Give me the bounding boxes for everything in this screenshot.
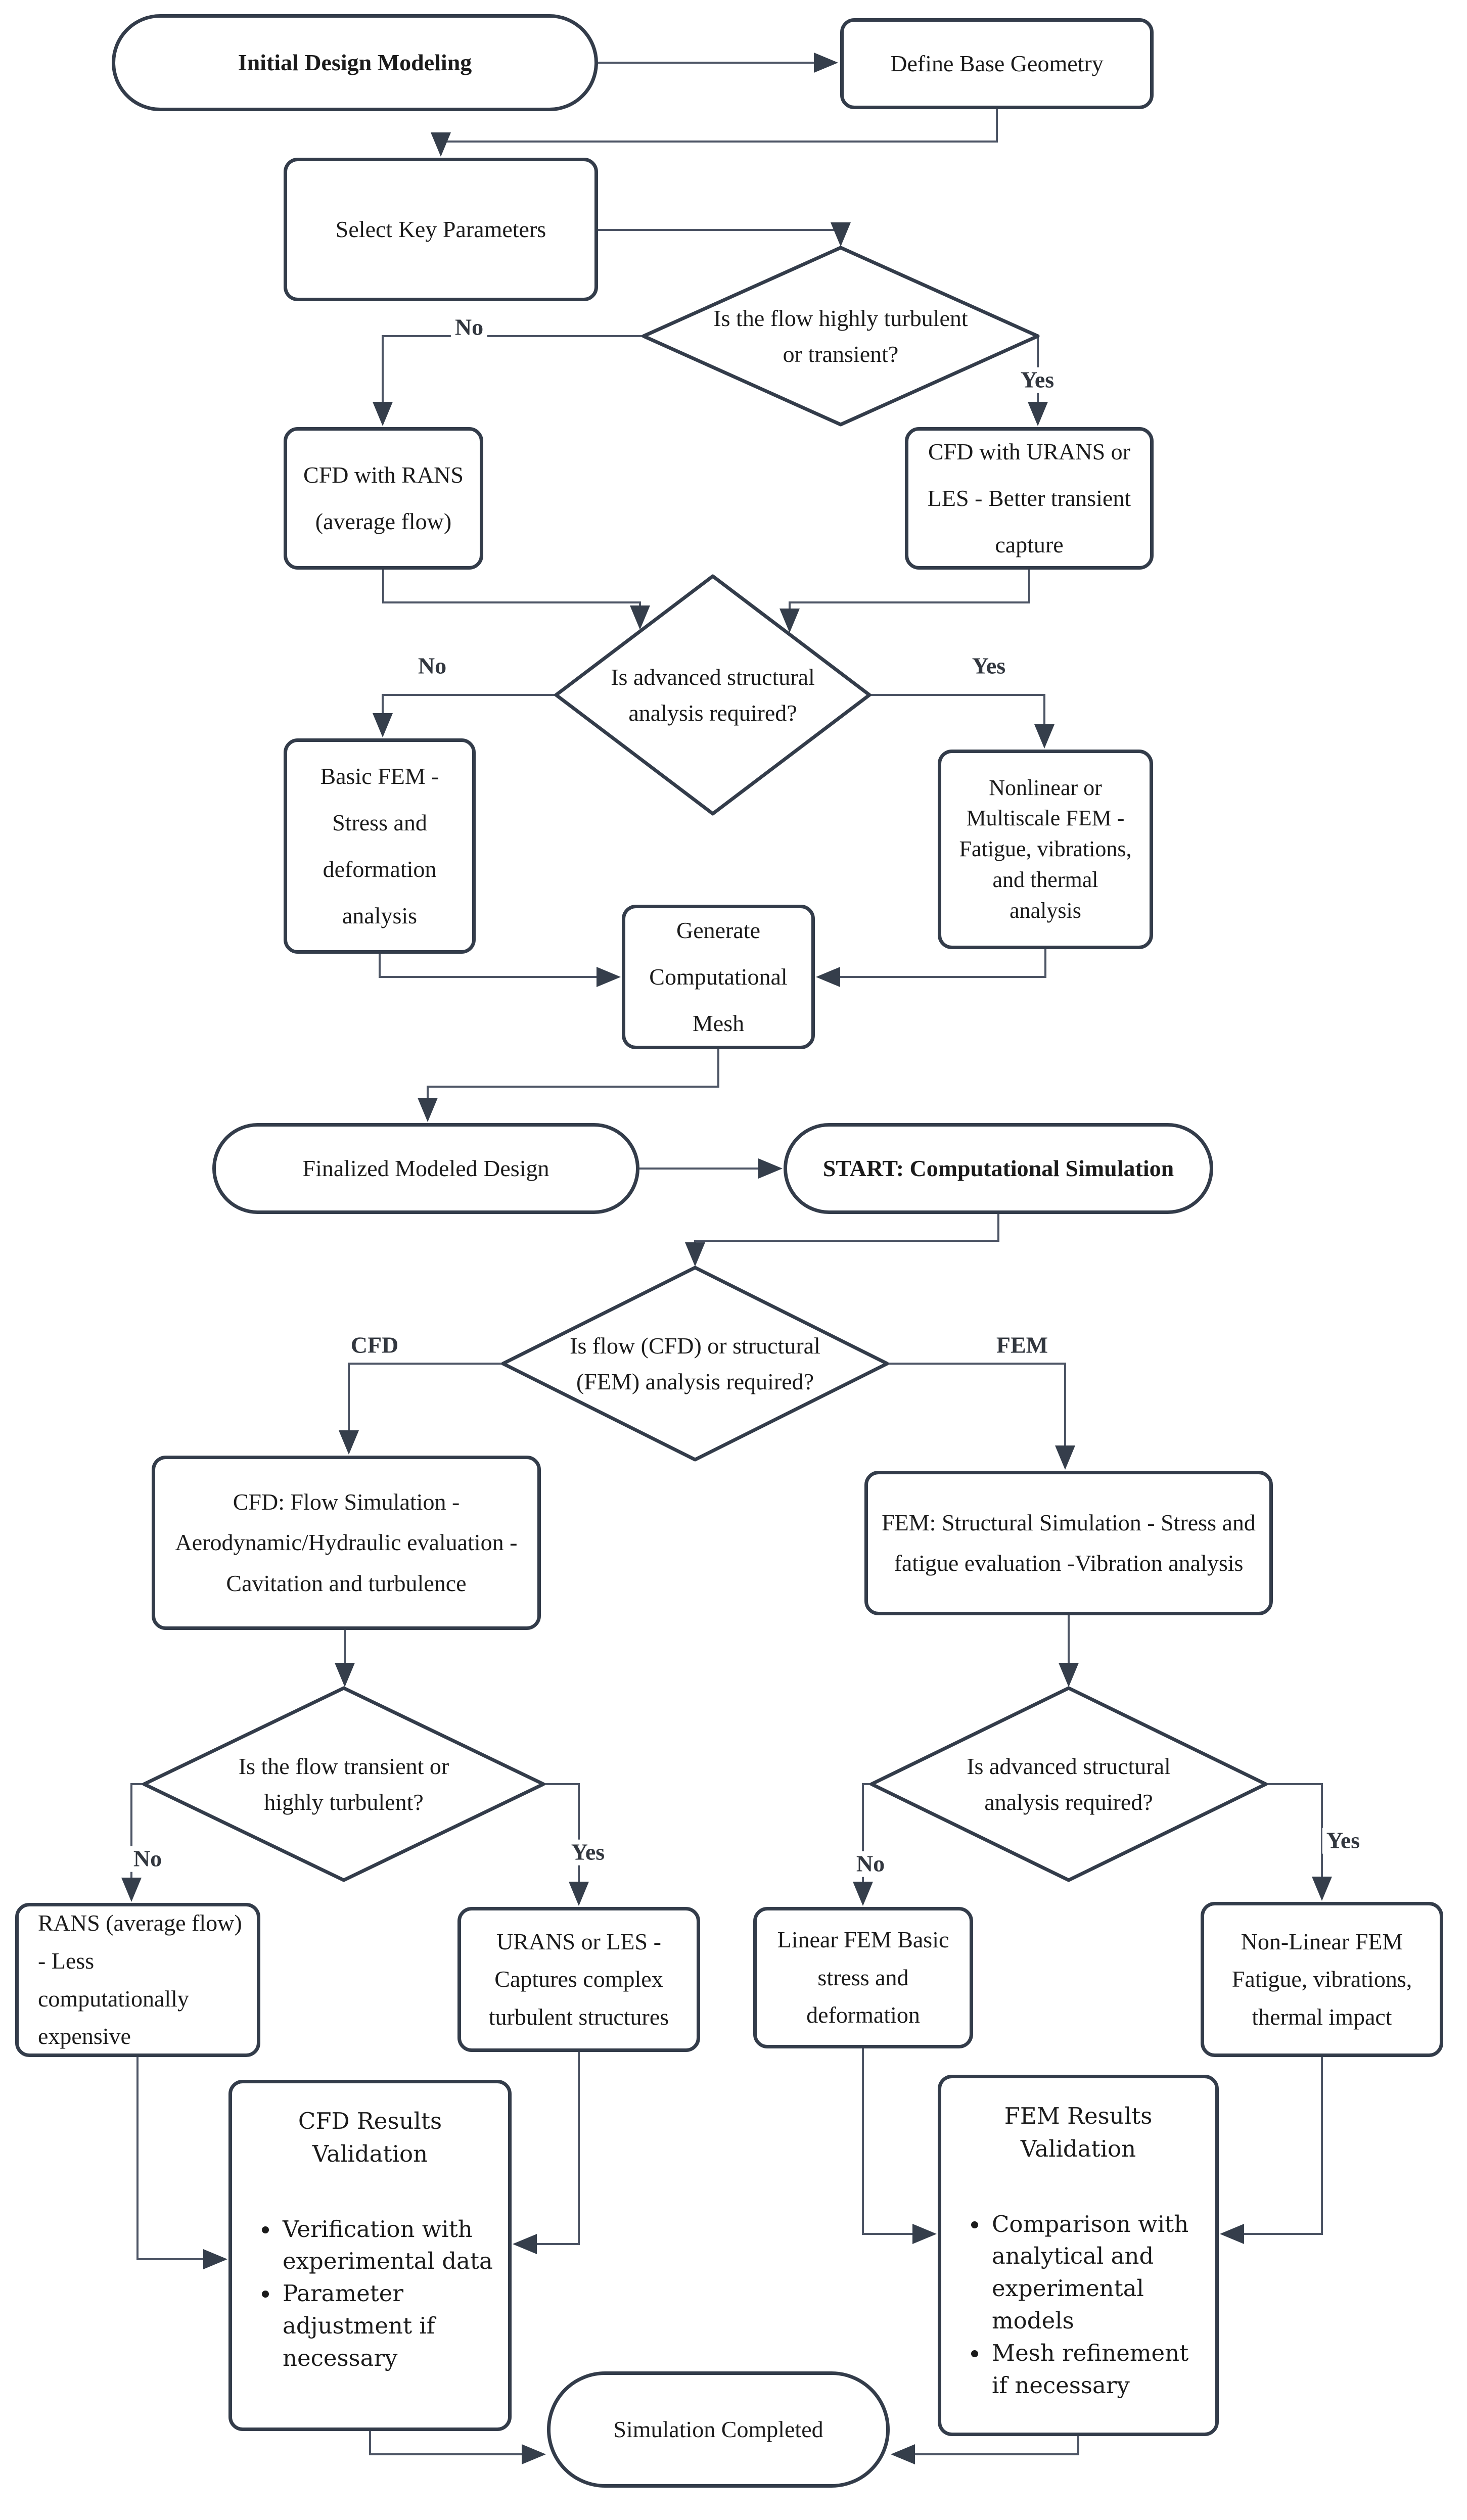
edge-label-no-4: No — [852, 1851, 889, 1877]
edge-start-to-decision3 — [685, 1214, 999, 1267]
node-label: Select Key Parameters — [335, 216, 546, 243]
edge-nonlinearfem-to-femval — [1220, 2057, 1323, 2244]
node-cfd-with-rans: CFD with RANS (average flow) — [284, 427, 483, 570]
node-fem-structural-simulation: FEM: Structural Simulation - Stress and … — [864, 1471, 1273, 1615]
edge-define-to-select — [431, 109, 998, 157]
node-define-base-geometry: Define Base Geometry — [840, 18, 1154, 109]
validation-bullet-list: Verification with experimental data Para… — [247, 2213, 493, 2374]
node-generate-computational-mesh: Generate Computational Mesh — [622, 905, 815, 1049]
edge-label-no-2: No — [414, 653, 451, 679]
node-finalized-modeled-design: Finalized Modeled Design — [212, 1123, 639, 1214]
node-label: Non-Linear FEM Fatigue, vibrations, ther… — [1231, 1928, 1412, 2030]
edge-label-yes-1: Yes — [1016, 367, 1059, 393]
node-label: RANS (average flow) - Less computational… — [38, 1910, 242, 2049]
node-label: Basic FEM - Stress and deformation analy… — [320, 763, 439, 928]
edge-label-yes-3: Yes — [567, 1839, 609, 1865]
bullet-item: Verification with experimental data — [280, 2213, 493, 2278]
bullet-item: Mesh refinement if necessary — [989, 2337, 1200, 2402]
node-label: CFD with URANS or LES - Better transient… — [927, 439, 1131, 557]
node-nonlinear-multiscale-fem: Nonlinear or Multiscale FEM - Fatigue, v… — [938, 750, 1153, 949]
node-label: Initial Design Modeling — [238, 50, 472, 76]
edge-label-no-1: No — [450, 314, 488, 341]
node-cfd-flow-simulation: CFD: Flow Simulation - Aerodynamic/Hydra… — [152, 1456, 541, 1630]
node-cfd-results-validation: CFD Results Validation Verification with… — [228, 2080, 512, 2431]
edge-decision2-yes — [869, 694, 1055, 749]
node-rans-option: RANS (average flow) - Less computational… — [15, 1903, 260, 2057]
node-initial-design-modeling: Initial Design Modeling — [112, 14, 598, 111]
edge-mesh-to-finalized — [418, 1049, 719, 1122]
edge-decision5-no — [853, 1783, 873, 1906]
edge-label-yes-2: Yes — [968, 653, 1010, 679]
node-label: Define Base Geometry — [890, 51, 1104, 77]
node-simulation-completed: Simulation Completed — [547, 2371, 890, 2488]
validation-title: CFD Results Validation — [298, 2108, 442, 2168]
edge-label-cfd: CFD — [346, 1332, 403, 1359]
edge-urans-to-cfdval — [513, 2052, 580, 2254]
edge-decision5-yes — [1266, 1783, 1332, 1901]
node-label: FEM: Structural Simulation - Stress and … — [882, 1509, 1256, 1576]
edge-label-fem: FEM — [992, 1332, 1052, 1359]
node-label: Finalized Modeled Design — [302, 1155, 549, 1182]
node-label: CFD: Flow Simulation - Aerodynamic/Hydra… — [175, 1488, 518, 1596]
edge-label-yes-4: Yes — [1322, 1828, 1364, 1854]
node-label: START: Computational Simulation — [822, 1155, 1174, 1182]
edge-basicfem-to-mesh — [379, 954, 621, 987]
decision-flow-turbulent-shape — [641, 246, 1040, 427]
node-label: Generate Computational Mesh — [649, 917, 788, 1036]
bullet-item: Parameter adjustment if necessary — [280, 2277, 493, 2374]
edge-decision1-no — [373, 335, 644, 426]
edge-femval-to-complete — [891, 2436, 1079, 2464]
edge-cfdval-to-complete — [369, 2431, 546, 2464]
bullet-item: Comparison with analytical and experimen… — [989, 2208, 1200, 2338]
edge-urans-to-decision2 — [780, 570, 1030, 633]
node-label: URANS or LES - Captures complex turbulen… — [488, 1928, 669, 2030]
edge-nonlinearfem-to-mesh — [816, 949, 1046, 987]
validation-bullet-list: Comparison with analytical and experimen… — [956, 2208, 1200, 2402]
node-basic-fem: Basic FEM - Stress and deformation analy… — [284, 738, 476, 954]
node-urans-option: URANS or LES - Captures complex turbulen… — [457, 1907, 700, 2052]
node-select-key-parameters: Select Key Parameters — [284, 158, 598, 301]
node-label: Simulation Completed — [613, 2416, 823, 2443]
node-linear-fem: Linear FEM Basic stress and deformation — [753, 1907, 973, 2048]
edge-rans-to-decision2 — [382, 570, 650, 630]
decision-advanced-structural-1-shape — [554, 574, 872, 816]
node-label: Linear FEM Basic stress and deformation — [777, 1927, 949, 2028]
node-cfd-with-urans: CFD with URANS or LES - Better transient… — [905, 427, 1154, 570]
edge-linearfem-to-femval — [862, 2048, 937, 2244]
edge-decision3-cfd — [339, 1363, 503, 1455]
node-non-linear-fem: Non-Linear FEM Fatigue, vibrations, ther… — [1201, 1902, 1443, 2057]
node-fem-results-validation: FEM Results Validation Comparison with a… — [938, 2075, 1219, 2436]
node-label: Nonlinear or Multiscale FEM - Fatigue, v… — [959, 775, 1132, 923]
decision-flow-transient-shape — [142, 1686, 545, 1882]
edge-rans-to-cfdval — [136, 2057, 227, 2269]
decision-cfd-or-fem-shape — [501, 1266, 889, 1462]
edge-select-to-decision1 — [598, 222, 851, 247]
edge-decision3-fem — [887, 1363, 1075, 1470]
validation-title: FEM Results Validation — [1004, 2103, 1153, 2163]
edge-decision4-no — [121, 1783, 144, 1902]
decision-advanced-structural-2-shape — [869, 1686, 1268, 1882]
node-start-computational-simulation: START: Computational Simulation — [784, 1123, 1213, 1214]
node-label: CFD with RANS (average flow) — [303, 462, 464, 534]
edge-decision2-no — [373, 694, 556, 737]
edge-label-no-3: No — [129, 1846, 166, 1872]
